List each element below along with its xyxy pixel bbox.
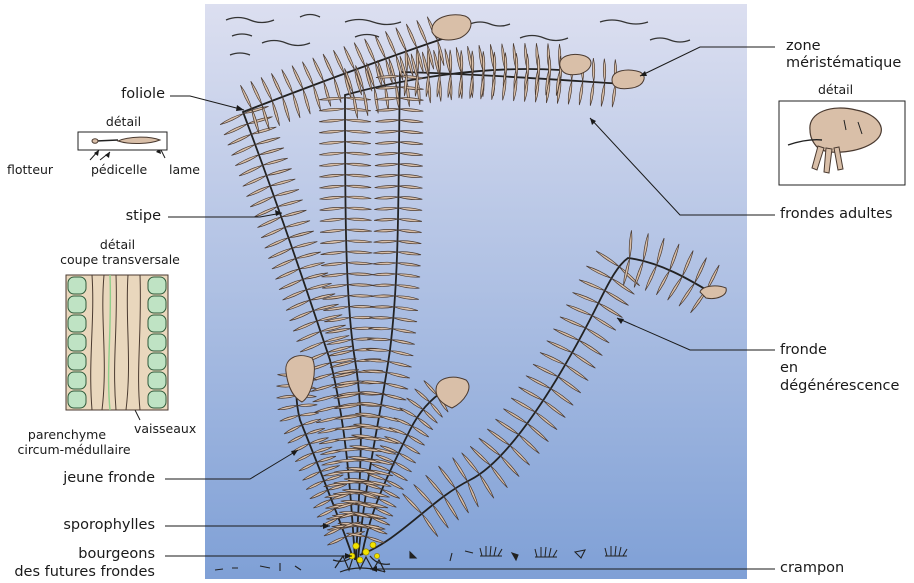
parenchyma-cell — [148, 296, 166, 313]
label-bourgeons: bourgeons — [78, 546, 155, 563]
label-detail-meristeme: détail — [818, 82, 853, 97]
label-crampon: crampon — [780, 560, 844, 577]
parenchyma-cell — [68, 277, 86, 294]
label-fronde: fronde — [780, 342, 827, 359]
label-parenchyme: parenchyme — [22, 427, 112, 442]
label-futures-frondes: des futures frondes — [14, 564, 155, 581]
parenchyma-cell — [148, 315, 166, 332]
label-pedicelle: pédicelle — [91, 162, 147, 177]
parenchyma-cell — [148, 372, 166, 389]
parenchyma-cell — [68, 372, 86, 389]
water-background — [205, 4, 747, 579]
parenchyma-cell — [148, 277, 166, 294]
cross-section-detail — [66, 275, 168, 410]
label-lame: lame — [169, 162, 200, 177]
parenchyma-cell — [68, 353, 86, 370]
label-sporophylles: sporophylles — [63, 517, 155, 534]
label-zone: zone — [786, 38, 821, 55]
label-detail-foliole: détail — [96, 114, 151, 129]
label-coupe-transversale: coupe transversale — [40, 252, 200, 267]
label-en: en — [780, 360, 798, 377]
label-foliole: foliole — [121, 86, 165, 103]
label-stipe: stipe — [126, 208, 161, 225]
leaflet — [369, 317, 393, 319]
label-degenerescence: dégénérescence — [780, 378, 899, 395]
parenchyma-cell — [68, 334, 86, 351]
label-jeune-fronde: jeune fronde — [63, 470, 155, 487]
parenchyma-cell — [148, 391, 166, 408]
parenchyma-cell — [68, 296, 86, 313]
parenchyma-cell — [148, 353, 166, 370]
leaflet — [592, 58, 594, 82]
label-flotteur: flotteur — [7, 162, 53, 177]
parenchyma-cell — [148, 334, 166, 351]
label-circum-medullaire: circum-médullaire — [14, 442, 134, 457]
parenchyma-cell — [68, 315, 86, 332]
parenchyma-cell — [68, 391, 86, 408]
label-meristematique: méristématique — [786, 55, 901, 72]
leaflet — [370, 306, 394, 308]
label-vaisseaux: vaisseaux — [134, 421, 196, 436]
label-frondes-adultes: frondes adultes — [780, 206, 893, 223]
label-detail-cut: détail — [80, 237, 155, 252]
